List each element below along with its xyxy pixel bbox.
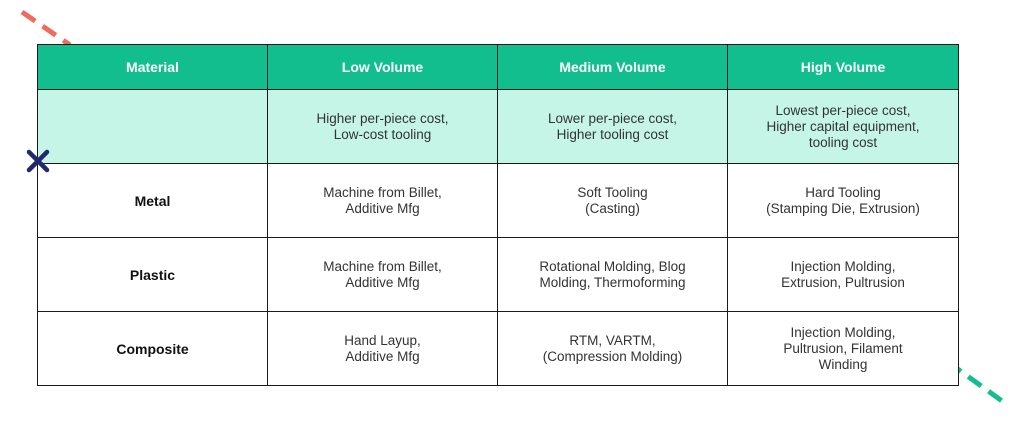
cost-row: Higher per-piece cost, Low-cost tooling … — [37, 89, 959, 164]
metal-high-volume: Hard Tooling (Stamping Die, Extrusion) — [727, 163, 959, 238]
manufacturing-method-table: Material Low Volume Medium Volume High V… — [37, 44, 959, 386]
table-row-composite: Composite Hand Layup, Additive Mfg RTM, … — [37, 311, 959, 386]
cost-high-volume: Lowest per-piece cost, Higher capital eq… — [727, 89, 959, 164]
plastic-medium-volume: Rotational Molding, Blog Molding, Thermo… — [497, 237, 728, 312]
plastic-low-volume: Machine from Billet, Additive Mfg — [267, 237, 498, 312]
cost-low-volume: Higher per-piece cost, Low-cost tooling — [267, 89, 498, 164]
header-medium-volume: Medium Volume — [497, 44, 728, 90]
table-row-plastic: Plastic Machine from Billet, Additive Mf… — [37, 237, 959, 312]
header-low-volume: Low Volume — [267, 44, 498, 90]
composite-low-volume: Hand Layup, Additive Mfg — [267, 311, 498, 386]
header-row: Material Low Volume Medium Volume High V… — [37, 44, 959, 90]
metal-low-volume: Machine from Billet, Additive Mfg — [267, 163, 498, 238]
composite-high-volume: Injection Molding, Pultrusion, Filament … — [727, 311, 959, 386]
material-label-metal: Metal — [37, 163, 268, 238]
plastic-high-volume: Injection Molding, Extrusion, Pultrusion — [727, 237, 959, 312]
header-material: Material — [37, 44, 268, 90]
material-label-composite: Composite — [37, 311, 268, 386]
cost-row-label — [37, 89, 268, 164]
header-high-volume: High Volume — [727, 44, 959, 90]
material-label-plastic: Plastic — [37, 237, 268, 312]
table-row-metal: Metal Machine from Billet, Additive Mfg … — [37, 163, 959, 238]
cost-medium-volume: Lower per-piece cost, Higher tooling cos… — [497, 89, 728, 164]
metal-medium-volume: Soft Tooling (Casting) — [497, 163, 728, 238]
red-dashed-line-icon — [20, 9, 72, 48]
composite-medium-volume: RTM, VARTM, (Compression Molding) — [497, 311, 728, 386]
